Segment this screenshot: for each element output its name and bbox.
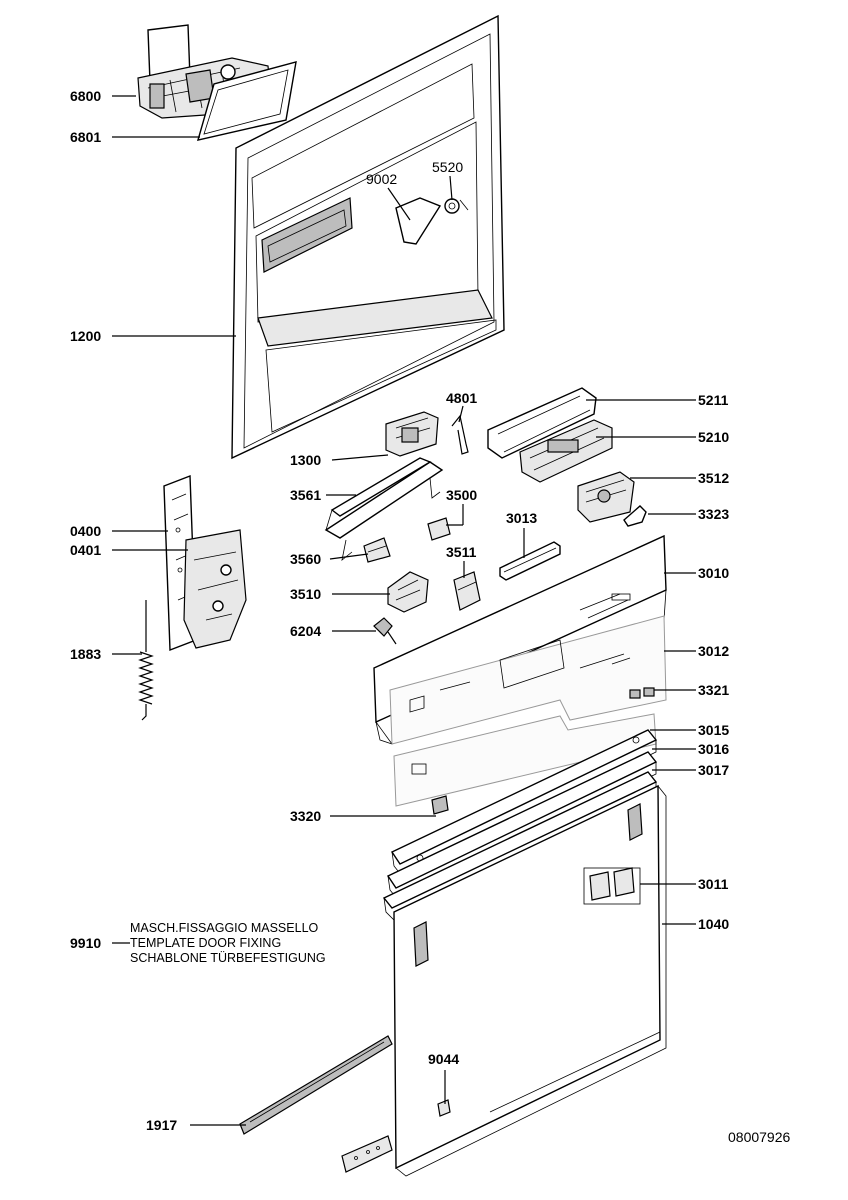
label-6204: 6204	[290, 623, 321, 639]
label-3016: 3016	[698, 741, 729, 757]
part-3500-drawing	[427, 517, 451, 541]
part-1300-drawing	[385, 411, 439, 457]
label-3510: 3510	[290, 586, 321, 602]
part-3512-drawing	[577, 471, 635, 523]
note-line-2: TEMPLATE DOOR FIXING	[130, 936, 281, 950]
part-3510-drawing	[387, 571, 429, 613]
label-1040: 1040	[698, 916, 729, 932]
part-3561-drawing	[324, 457, 444, 561]
label-5210: 5210	[698, 429, 729, 445]
part-1200-drawing	[231, 14, 505, 460]
label-3010: 3010	[698, 565, 729, 581]
leader-lines	[112, 95, 696, 1126]
part-3011-drawing	[583, 867, 641, 905]
label-1917: 1917	[146, 1117, 177, 1133]
part-1917-drawing	[239, 1035, 393, 1135]
note-line-1: MASCH.FISSAGGIO MASSELLO	[130, 921, 319, 935]
label-3512: 3512	[698, 470, 729, 486]
label-4801: 4801	[446, 390, 477, 406]
part-0401-drawing	[183, 529, 247, 649]
part-lower-panel-drawing	[393, 713, 657, 807]
label-6800: 6800	[70, 88, 101, 104]
part-4801-drawing	[451, 414, 469, 455]
label-3012: 3012	[698, 643, 729, 659]
label-3511: 3511	[446, 544, 477, 560]
part-5211-drawing	[487, 387, 597, 459]
part-foam-block-drawing	[341, 1135, 393, 1173]
label-0401: 0401	[70, 542, 101, 558]
label-1883: 1883	[70, 646, 101, 662]
part-3511-drawing	[453, 571, 481, 611]
label-3017: 3017	[698, 762, 729, 778]
part-3323-drawing	[623, 505, 647, 527]
label-3561: 3561	[290, 487, 321, 503]
part-3560-drawing	[363, 537, 391, 563]
label-3015: 3015	[698, 722, 729, 738]
part-3012-drawing	[389, 615, 667, 745]
label-9002: 9002	[366, 171, 397, 187]
part-3013-drawing	[499, 541, 561, 581]
part-labels: 6800 6801 9002 5520 1200 4801 5211 5210 …	[70, 88, 729, 1133]
template-note: MASCH.FISSAGGIO MASSELLO TEMPLATE DOOR F…	[130, 921, 326, 965]
drawing-number: 08007926	[728, 1129, 791, 1145]
part-6801-drawing	[197, 61, 297, 141]
label-3500: 3500	[446, 487, 477, 503]
label-3321: 3321	[698, 682, 729, 698]
label-3320: 3320	[290, 808, 321, 824]
label-3013: 3013	[506, 510, 537, 526]
part-6204-drawing	[373, 617, 397, 645]
label-9044: 9044	[428, 1051, 459, 1067]
label-1200: 1200	[70, 328, 101, 344]
label-5520: 5520	[432, 159, 463, 175]
part-3321-drawing	[629, 687, 655, 699]
label-0400: 0400	[70, 523, 101, 539]
label-9910: 9910	[70, 935, 101, 951]
part-1883-drawing	[138, 600, 154, 721]
label-3011: 3011	[698, 876, 729, 892]
part-5210-drawing	[519, 419, 613, 483]
label-3323: 3323	[698, 506, 729, 522]
label-6801: 6801	[70, 129, 101, 145]
label-3560: 3560	[290, 551, 321, 567]
label-1300: 1300	[290, 452, 321, 468]
label-5211: 5211	[698, 392, 729, 408]
note-line-3: SCHABLONE TÜRBEFESTIGUNG	[130, 951, 326, 965]
part-3320-drawing	[431, 795, 449, 815]
